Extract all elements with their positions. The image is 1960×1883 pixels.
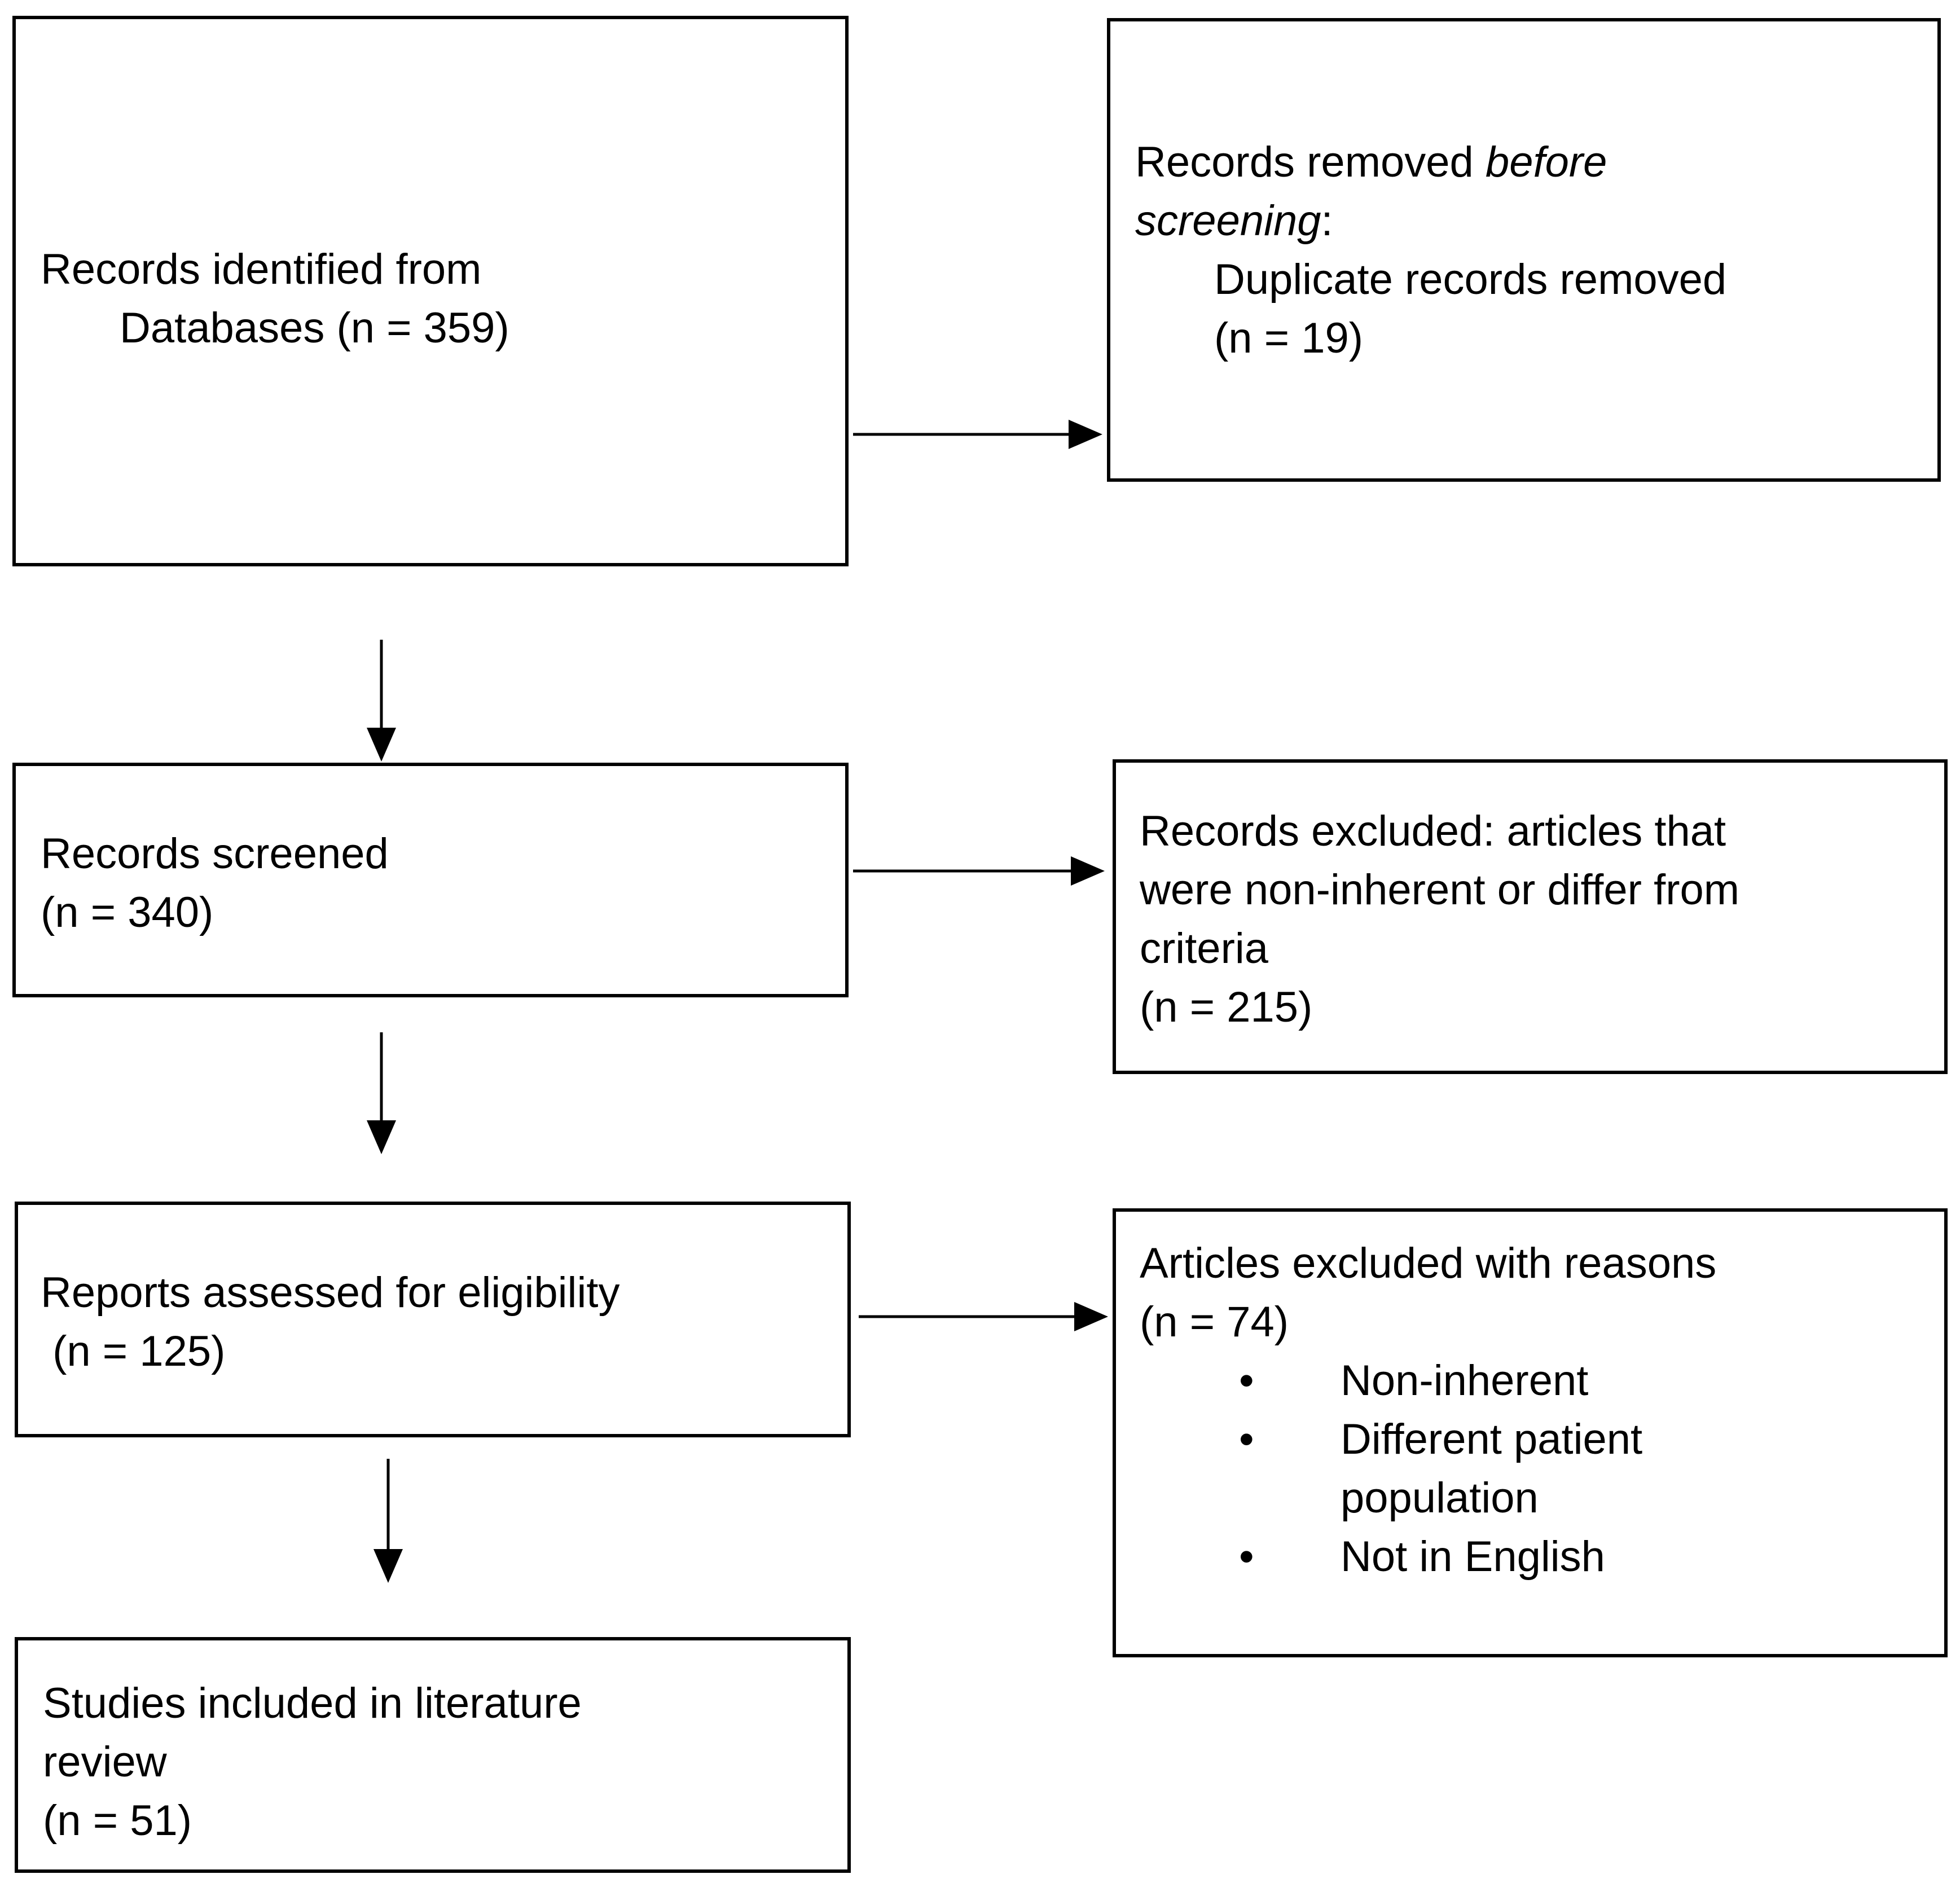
- removed-line1: Records removed before: [1135, 138, 1607, 186]
- arrowhead-right-1: [1069, 420, 1102, 449]
- arrowhead-down-2: [367, 1120, 396, 1154]
- identified-line1: Records identified from: [41, 245, 482, 293]
- arrowhead-down-1: [367, 728, 396, 762]
- removed-line3: Duplicate records removed: [1214, 256, 1727, 303]
- reason-item-not-in-english: Not in English: [1341, 1533, 1605, 1581]
- identified-box: Records identified from Databases (n = 3…: [12, 16, 849, 566]
- included-line3: (n = 51): [43, 1797, 192, 1845]
- screened-line1: Records screened: [41, 830, 389, 878]
- included-box: Studies included in literature review (n…: [15, 1637, 851, 1873]
- assessed-box: Reports assessed for eligibility (n = 12…: [15, 1202, 851, 1437]
- removed-line2: screening:: [1135, 197, 1333, 245]
- bullet-3: •: [1239, 1533, 1254, 1581]
- screened-box: Records screened (n = 340): [12, 763, 849, 997]
- reasons-line2: (n = 74): [1140, 1298, 1289, 1346]
- reasons-line1: Articles excluded with reasons: [1140, 1239, 1717, 1287]
- assessed-line1: Reports assessed for eligibility: [41, 1269, 620, 1317]
- excluded-box: Records excluded: articles that were non…: [1113, 759, 1948, 1074]
- excluded-line2: were non-inherent or differ from: [1140, 866, 1740, 914]
- reasons-box: Articles excluded with reasons (n = 74) …: [1113, 1208, 1948, 1657]
- removed-line4: (n = 19): [1214, 314, 1364, 362]
- reason-item-different-patient: Different patient: [1341, 1415, 1643, 1463]
- removed-box: Records removed before screening: Duplic…: [1107, 18, 1941, 482]
- screened-line2: (n = 340): [41, 888, 214, 936]
- arrowhead-down-3: [373, 1549, 403, 1583]
- arrowhead-right-2: [1071, 856, 1105, 886]
- identified-line2: Databases (n = 359): [120, 304, 509, 352]
- excluded-line4: (n = 215): [1140, 983, 1313, 1031]
- assessed-line2: (n = 125): [41, 1327, 226, 1375]
- excluded-line3: criteria: [1140, 925, 1269, 973]
- excluded-line1: Records excluded: articles that: [1140, 807, 1726, 855]
- arrowhead-right-3: [1074, 1302, 1108, 1331]
- bullet-2: •: [1239, 1415, 1254, 1463]
- bullet-1: •: [1239, 1357, 1254, 1405]
- included-line2: review: [43, 1738, 167, 1786]
- included-line1: Studies included in literature: [43, 1679, 582, 1727]
- reason-item-non-inherent: Non-inherent: [1341, 1357, 1589, 1405]
- reason-item-population: population: [1341, 1474, 1539, 1522]
